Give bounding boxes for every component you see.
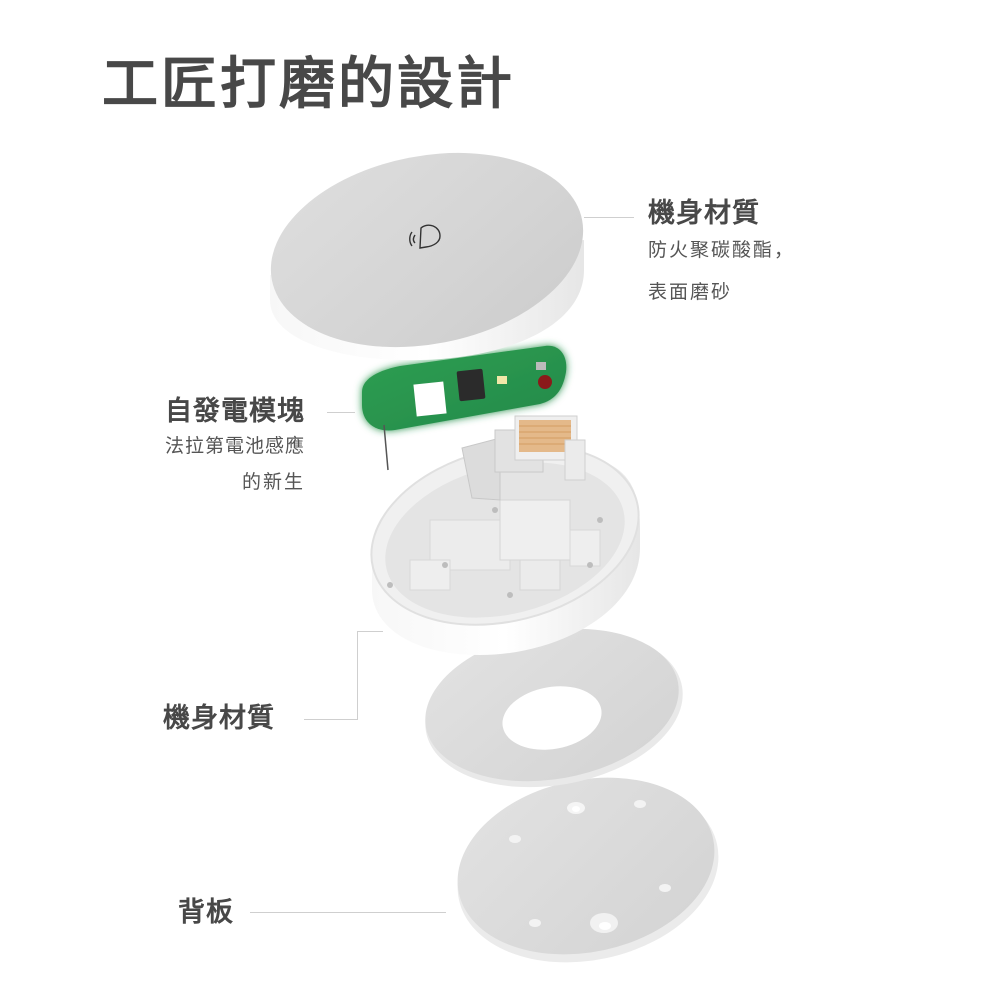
callout-heading: 自發電模塊 [165,396,305,427]
pcb-module [362,345,567,471]
callout-line: 法拉第電池感應 [164,435,305,457]
callout-power-module: 自發電模塊 法拉第電池感應 的新生 [140,395,305,497]
bell-icon [409,224,441,249]
leader-line-body-material-bottom-v [357,631,358,720]
gasket-ring [425,628,683,788]
generator-coil [461,415,586,501]
page-title: 工匠打磨的設計 [102,52,515,117]
leader-line-back-plate [250,912,446,913]
callout-line: 表面磨砂 [648,281,733,303]
leader-line-body-material-bottom-h [304,719,357,720]
leader-line-body-material-top [584,217,634,218]
back-plate [457,777,719,963]
callout-back-plate: 背板 [178,897,234,928]
callout-line: 防火聚碳酸酯， [648,239,796,261]
callout-line: 的新生 [241,471,305,493]
callout-body-material-bottom: 機身材質 [163,703,275,734]
housing [370,444,640,655]
leader-line-body-material-bottom-top [357,631,383,632]
top-cover [270,152,584,361]
callout-heading: 機身材質 [648,198,760,229]
callout-body-material-top: 機身材質 防火聚碳酸酯， 表面磨砂 [648,197,795,307]
leader-line-power-module [327,412,355,413]
